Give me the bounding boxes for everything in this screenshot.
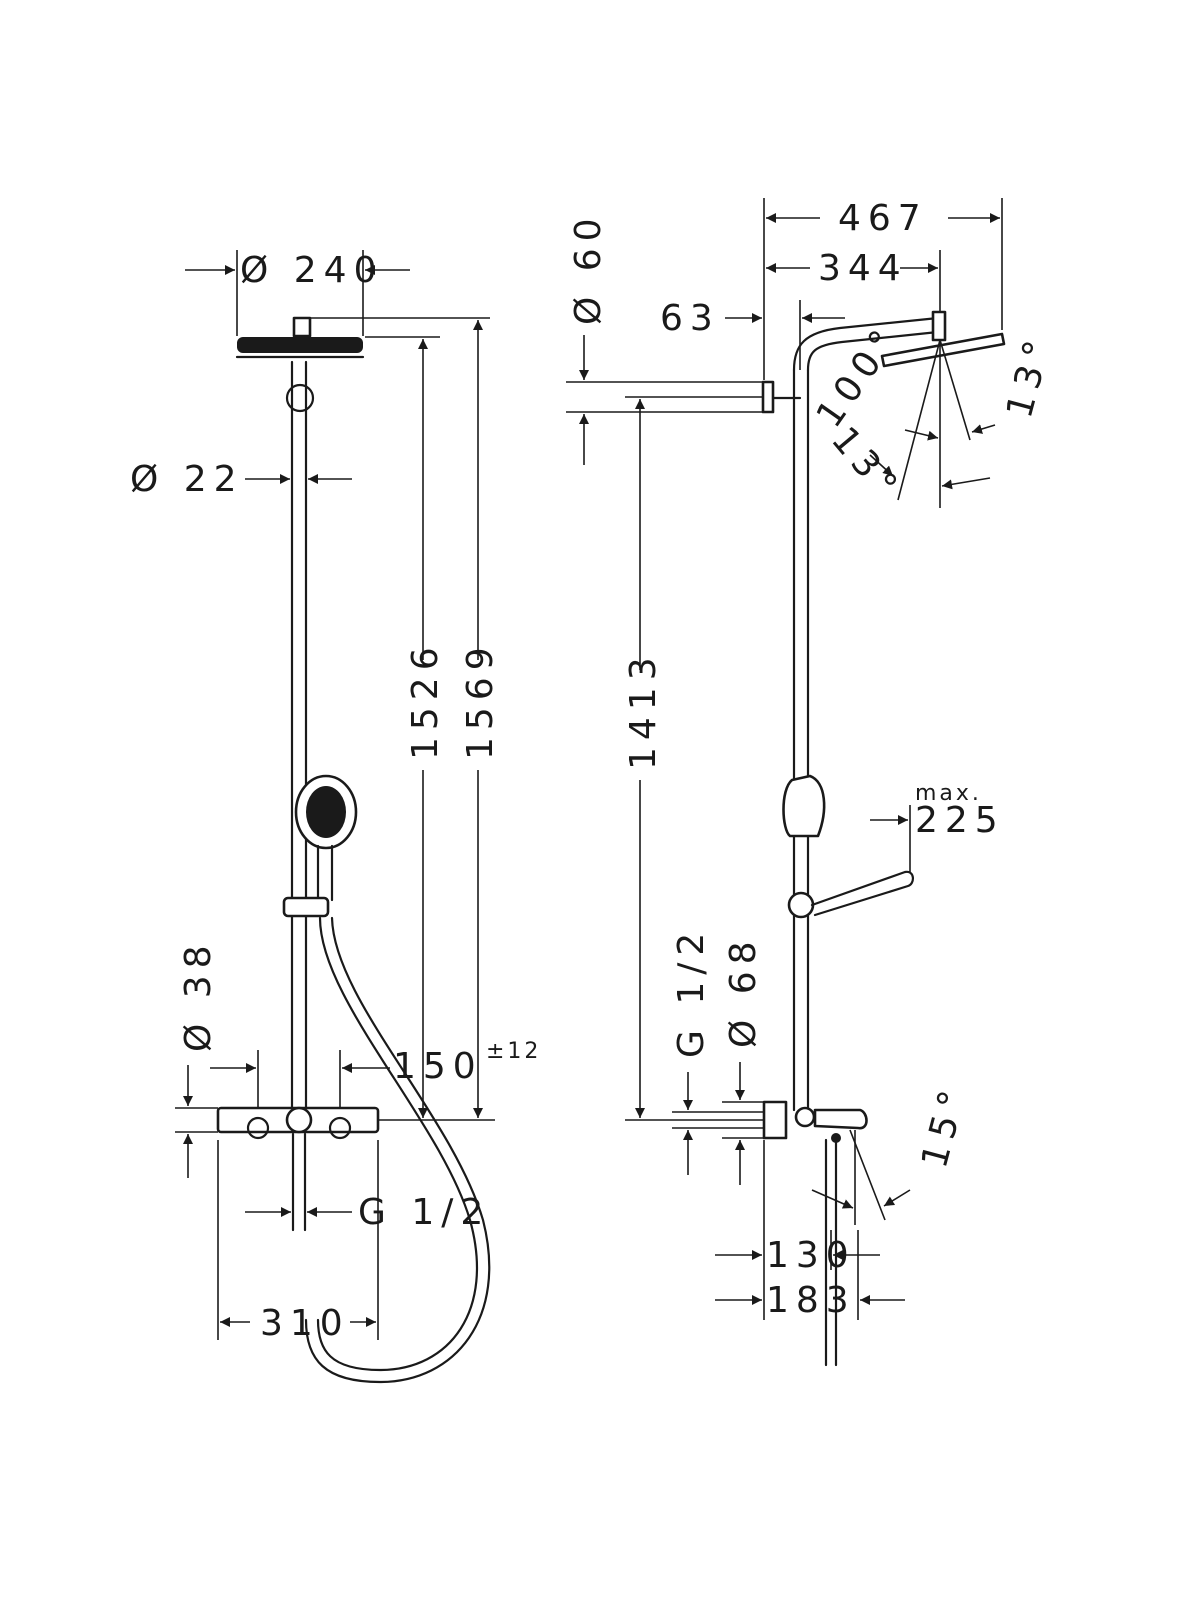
dim-angle-13-left: 13° [823, 419, 909, 510]
dim-width-310: 310 [260, 1303, 350, 1344]
dim-angle-13-right: 13° [999, 330, 1061, 423]
side-hand-shower [810, 870, 914, 917]
dim-pipe-diameter: Ø 22 [130, 459, 244, 500]
slider [282, 896, 330, 918]
dim-mixer-diameter: Ø 38 [178, 938, 219, 1052]
dim-depth-183: 183 [766, 1280, 856, 1321]
dim-offset-150: 150 [393, 1046, 483, 1087]
dim-tolerance: ±12 [486, 1039, 541, 1064]
dim-height-1569: 1569 [460, 640, 501, 760]
hand-shower-holder [782, 774, 826, 838]
dim-thread-front: G 1/2 [358, 1192, 490, 1233]
dim-height-1526: 1526 [405, 640, 446, 760]
hand-shower-handle [316, 844, 334, 902]
dim-angle-100: 100° [809, 318, 908, 435]
dim-max-225: 225 [915, 800, 1005, 841]
dim-spout-diameter: Ø 68 [723, 934, 764, 1048]
overhead-shower [237, 337, 363, 353]
front-view: Ø 240 Ø 22 1526 1569 Ø 38 150 ±12 G 1/2 … [130, 250, 541, 1384]
head-mount [292, 316, 312, 338]
dim-reach-467: 467 [838, 198, 928, 239]
dim-max-label: max. [915, 781, 982, 806]
side-slider [787, 891, 815, 919]
shower-hose [316, 916, 479, 1372]
dim-depth-130: 130 [766, 1235, 856, 1276]
wall-bracket [761, 380, 775, 414]
side-view: 467 344 63 Ø 60 100° 13° 13° 1413 max. 2… [566, 198, 1061, 1367]
mixer-center [285, 1106, 313, 1134]
dim-bracket-diameter: Ø 60 [568, 211, 609, 325]
dim-reach-344: 344 [818, 248, 908, 289]
dim-wall-63: 63 [660, 298, 720, 339]
dim-head-diameter: Ø 240 [240, 250, 384, 291]
dim-height-1413: 1413 [623, 650, 664, 770]
dim-thread-side: G 1/2 [671, 926, 712, 1058]
side-mixer-body [762, 1100, 788, 1140]
pipe-clamp-top [285, 383, 315, 413]
dim-angle-15: 15° [914, 1080, 976, 1173]
bath-spout [813, 1108, 868, 1130]
shower-arm [792, 316, 940, 372]
